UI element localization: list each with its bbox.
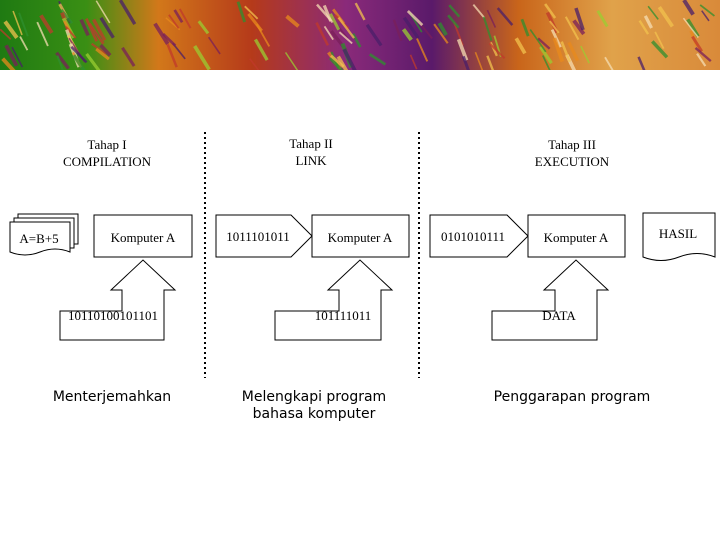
binary-output-label-2: 0101010111 <box>441 229 505 244</box>
computer-box-1 <box>93 214 193 258</box>
stage-3-title: Tahap III <box>548 137 596 152</box>
computer-label-1: Komputer A <box>111 230 176 245</box>
feed-arrow-1 <box>59 259 177 341</box>
feed-input-label-3: DATA <box>542 308 576 323</box>
feed-input-label-1: 10110100101101 <box>68 308 158 323</box>
stage-3-subtitle: EXECUTION <box>535 154 610 169</box>
stage-2-caption-line-1: Melengkapi program <box>242 389 386 405</box>
result-label: HASIL <box>659 226 697 241</box>
binary-output-1 <box>215 214 313 258</box>
feed-arrow-3 <box>491 259 610 341</box>
result-document <box>642 212 716 261</box>
feed-input-label-2: 101111011 <box>315 308 372 323</box>
binary-output-label-1: 1011101011 <box>226 229 290 244</box>
decorative-banner <box>0 0 720 70</box>
stage-1-subtitle: COMPILATION <box>63 154 152 169</box>
stage-1-caption: Menterjemahkan <box>53 389 171 405</box>
computer-label-2: Komputer A <box>328 230 393 245</box>
computer-box-3 <box>527 214 626 258</box>
computer-label-3: Komputer A <box>544 230 609 245</box>
stage-2-subtitle: LINK <box>295 153 327 168</box>
stage-1-title: Tahap I <box>87 137 126 152</box>
source-code-label: A=B+5 <box>19 231 58 246</box>
stage-3-caption: Penggarapan program <box>494 389 651 405</box>
stage-2-caption-line-2: bahasa komputer <box>253 406 376 422</box>
source-document-stack: A=B+5 <box>9 213 79 256</box>
computer-box-2 <box>311 214 410 258</box>
binary-output-2 <box>429 214 529 258</box>
feed-arrow-2 <box>274 259 394 341</box>
stage-2-title: Tahap II <box>289 136 332 151</box>
